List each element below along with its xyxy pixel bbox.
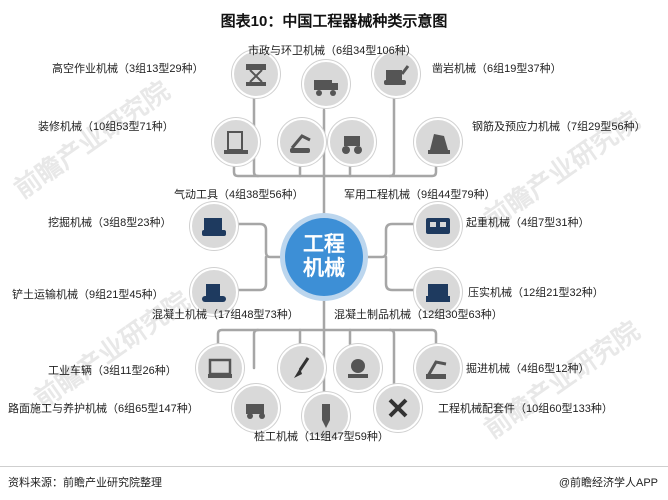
brand-mark: @前瞻经济学人APP	[558, 477, 658, 489]
label-concrete: 混凝土机械（17组48型73种）	[152, 309, 299, 321]
rebar-prestress-icon	[414, 118, 462, 166]
road-construction-icon	[232, 384, 280, 432]
military-engineering-icon	[328, 118, 376, 166]
label-military: 军用工程机械（9组44型79种）	[344, 189, 496, 201]
rock-drilling-icon	[372, 50, 420, 98]
pneumatic-tool-icon	[278, 118, 326, 166]
lifting-machinery-icon	[414, 202, 462, 250]
aerial-work-icon	[232, 50, 280, 98]
connector-lines	[216, 68, 438, 432]
center-line2: 机械	[303, 257, 345, 280]
center-node: 工程 机械	[285, 218, 363, 296]
compaction-machinery-icon	[414, 268, 462, 316]
pile-driver-icon	[302, 392, 350, 440]
label-rock-drilling: 凿岩机械（6组19型37种）	[432, 63, 562, 75]
label-pneumatic: 气动工具（4组38型56种）	[174, 189, 304, 201]
label-earthmoving: 铲土运输机械（9组21型45种）	[12, 289, 164, 301]
concrete-products-icon	[334, 344, 382, 392]
source-note: 资料来源：前瞻产业研究院整理	[8, 477, 162, 489]
tools-accessories-icon	[374, 384, 422, 432]
footer-divider	[0, 466, 668, 467]
excavation-machinery-icon	[190, 202, 238, 250]
decoration-machinery-icon	[212, 118, 260, 166]
label-excavation: 挖掘机械（3组8型23种）	[48, 217, 172, 229]
label-rebar: 钢筋及预应力机械（7组29型56种）	[472, 121, 646, 133]
earthmoving-transport-icon	[190, 268, 238, 316]
center-line1: 工程	[303, 233, 345, 256]
label-concrete-products: 混凝土制品机械（12组30型63种）	[334, 309, 503, 321]
label-compaction: 压实机械（12组21型32种）	[468, 287, 604, 299]
label-lifting: 起重机械（4组7型31种）	[466, 217, 590, 229]
tunneling-machinery-icon	[414, 344, 462, 392]
label-road-construction: 路面施工与养护机械（6组65型147种）	[8, 403, 199, 415]
label-pile-driver: 桩工机械（11组47型59种）	[254, 431, 389, 443]
label-decoration: 装修机械（10组53型71种）	[38, 121, 174, 133]
label-accessories: 工程机械配套件（10组60型133种）	[438, 403, 613, 415]
municipal-sanitation-icon	[302, 60, 350, 108]
label-municipal: 市政与环卫机械（6组34型106种）	[248, 45, 417, 57]
label-aerial-work: 高空作业机械（3组13型29种）	[52, 63, 204, 75]
label-tunneling: 掘进机械（4组6型12种）	[466, 363, 590, 375]
chart-title: 图表10：中国工程器械种类示意图	[220, 13, 448, 30]
shovel-icon	[278, 344, 326, 392]
industrial-vehicle-icon	[196, 344, 244, 392]
label-industrial-vehicle: 工业车辆（3组11型26种）	[48, 365, 177, 377]
